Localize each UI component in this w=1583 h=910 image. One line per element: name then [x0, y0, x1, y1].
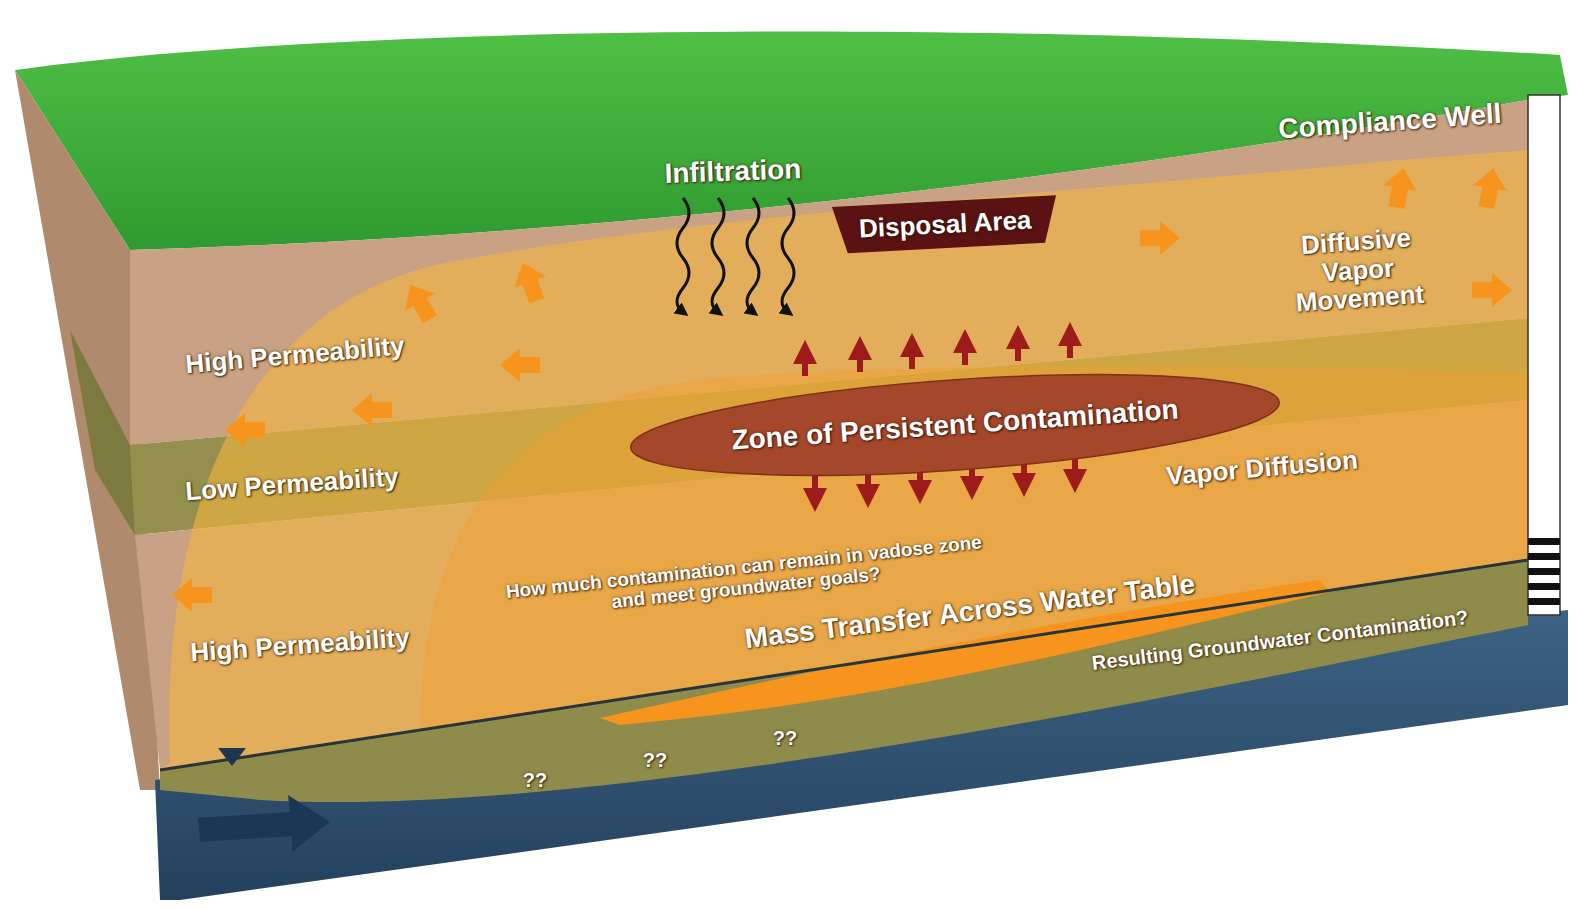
vapor-arrows — [172, 165, 1512, 612]
vapor-plume-inner — [420, 366, 1528, 730]
vapor-plume-outer — [160, 150, 1528, 770]
water-table-line — [160, 560, 1528, 770]
disposal-trapezoid — [832, 195, 1059, 254]
process-label: Diffusive Vapor Movement — [1268, 221, 1449, 319]
water-table-symbol — [218, 748, 246, 766]
process-label: Infiltration — [664, 154, 802, 190]
unknown-mark: ?? — [643, 749, 667, 771]
compliance-well — [1528, 95, 1560, 615]
unknown-mark: ?? — [523, 769, 547, 791]
side-low-permeability — [70, 330, 135, 535]
unknown-mark: ?? — [773, 727, 797, 749]
infiltration-arrows — [677, 198, 794, 312]
groundwater-flow-arrow — [198, 795, 330, 852]
